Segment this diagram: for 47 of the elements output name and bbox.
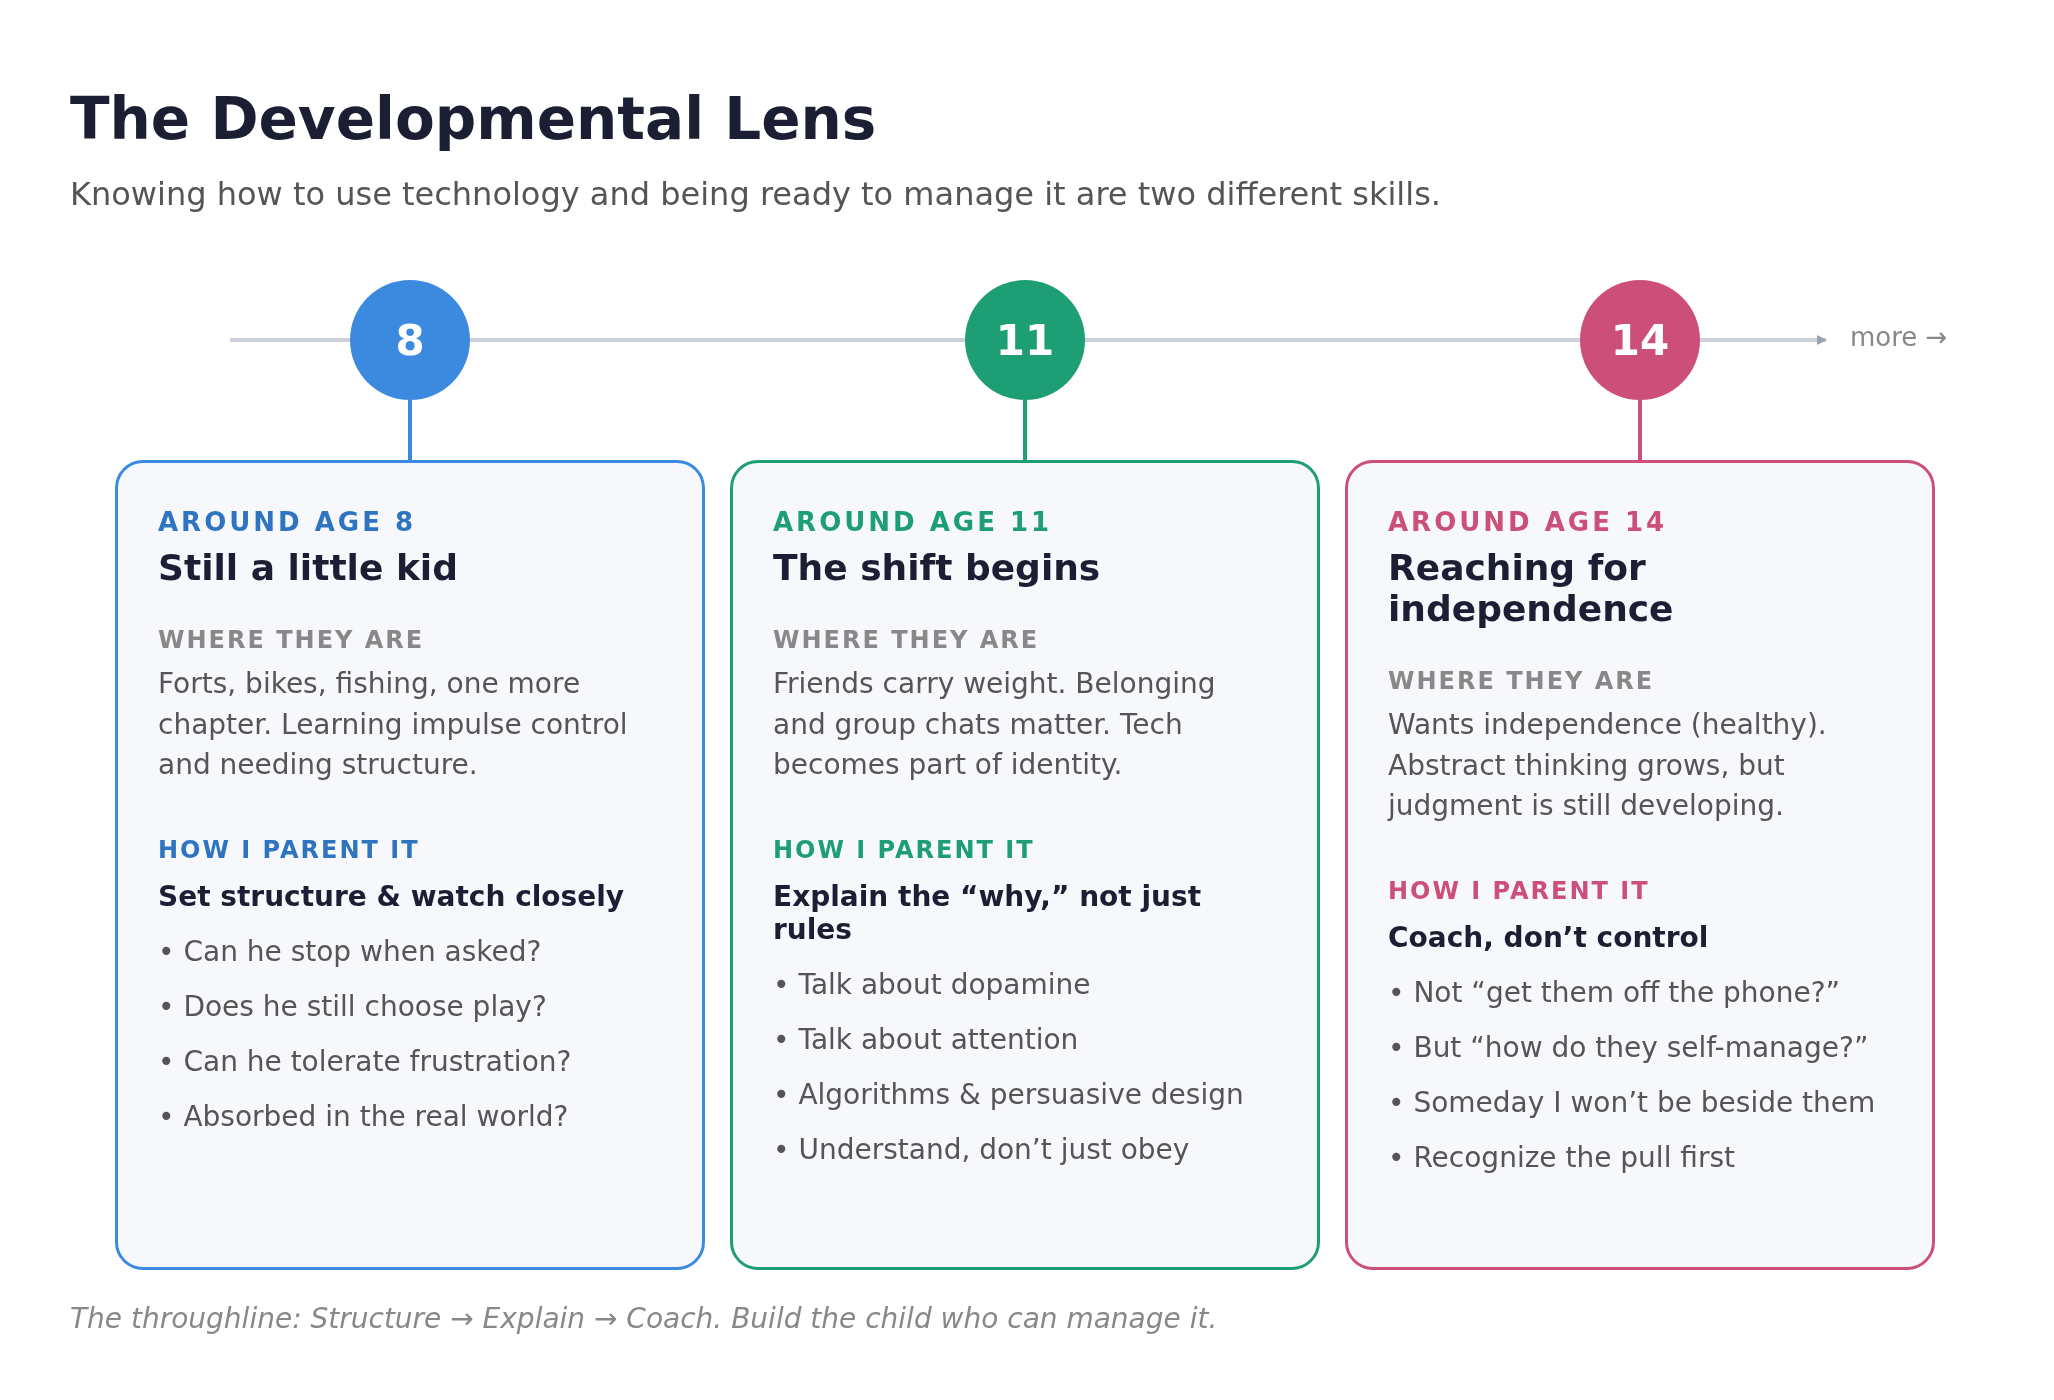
description-text: Forts, bikes, fishing, one more chapter. Learning impulse control and needing structure. — [158, 666, 629, 784]
approach-heading: Coach, don’t control — [1388, 920, 1710, 954]
section-label: WHERE THEY ARE — [1388, 667, 1656, 695]
connector-line — [1638, 400, 1642, 460]
age-label: AROUND AGE 14 — [1388, 507, 1669, 537]
age-circle: 11 — [965, 280, 1085, 400]
connector-line — [230, 338, 350, 342]
approach-heading: Set structure & watch closely — [158, 879, 626, 913]
age-card — [1345, 460, 1935, 1270]
card-heading: Reaching for independence — [1388, 547, 1675, 629]
page-title: The Developmental Lens — [70, 85, 877, 153]
connector-line — [408, 400, 412, 460]
age-card — [115, 460, 705, 1270]
bullet-item: • Absorbed in the real world? — [158, 1099, 570, 1133]
bullet-item: • Understand, don’t just obey — [773, 1132, 1191, 1166]
age-circle: 14 — [1580, 280, 1700, 400]
bullet-item: • Talk about dopamine — [773, 967, 1092, 1001]
bullet-item: • Can he tolerate frustration? — [158, 1044, 573, 1078]
age-card — [730, 460, 1320, 1270]
bullet-item: • But “how do they self-manage?” — [1388, 1030, 1870, 1064]
timeline-arrow — [1700, 335, 1827, 345]
footer-note: The throughline: Structure → Explain → Coach. Build the child who can manage it. — [70, 1302, 1218, 1335]
connector-line — [1023, 400, 1027, 460]
section-label: HOW I PARENT IT — [158, 835, 421, 864]
bullet-item: • Can he stop when asked? — [158, 934, 543, 968]
section-label: HOW I PARENT IT — [1388, 876, 1651, 905]
section-label: WHERE THEY ARE — [773, 626, 1041, 654]
age-circle: 8 — [350, 280, 470, 400]
description-text: Friends carry weight. Belonging and group chats matter. Tech becomes part of identity. — [773, 666, 1217, 784]
more-label: more → — [1850, 322, 1990, 352]
age-label: AROUND AGE 11 — [773, 507, 1054, 537]
approach-heading: Explain the “why,” not just rules — [773, 879, 1202, 946]
age-label: AROUND AGE 8 — [158, 507, 418, 537]
bullet-item: • Algorithms & persuasive design — [773, 1077, 1245, 1111]
connector-line — [470, 338, 965, 342]
card-heading: Still a little kid — [158, 547, 459, 588]
description-text: Wants independence (healthy). Abstract thinking grows, but judgment is still developing. — [1388, 707, 1828, 825]
bullet-item: • Someday I won’t be beside them — [1388, 1085, 1877, 1119]
section-label: HOW I PARENT IT — [773, 835, 1036, 864]
section-label: WHERE THEY ARE — [158, 626, 426, 654]
bullet-item: • Talk about attention — [773, 1022, 1080, 1056]
bullet-item: • Does he still choose play? — [158, 989, 548, 1023]
subtitle: Knowing how to use technology and being ready to manage it are two different skills. — [70, 175, 1441, 213]
bullet-item: • Not “get them off the phone?” — [1388, 975, 1842, 1009]
card-heading: The shift begins — [773, 547, 1102, 588]
connector-line — [1085, 338, 1580, 342]
bullet-item: • Recognize the pull first — [1388, 1140, 1737, 1174]
